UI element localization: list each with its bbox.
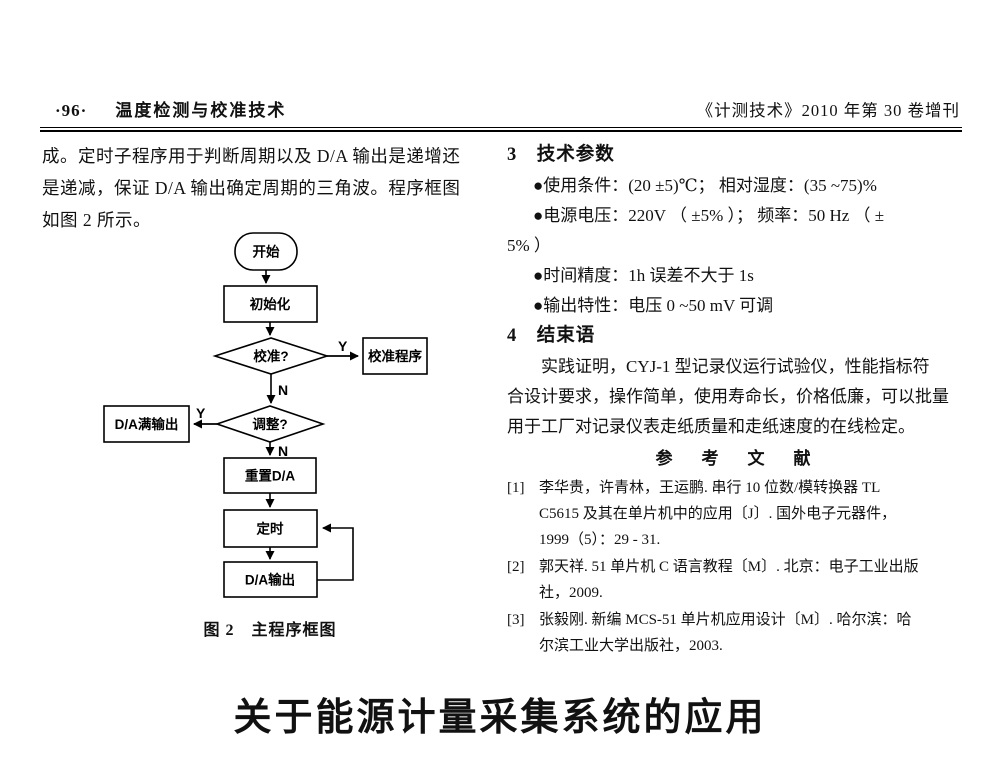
flow-node-da-out-label: D/A输出 [245,572,295,588]
flow-node-calibrate-prog [362,337,428,375]
conclusion-line: 实践证明，CYJ-1 型记录仪运行试验仪，性能指标符 [541,357,930,376]
flow-node-init-label: 初始化 [250,296,291,312]
spec-bullet: ●时间精度：1h 误差不大于 1s [533,266,754,285]
branch-label-adjust-no: N [278,443,288,459]
body-text-line: 是递减，保证 D/A 输出确定周期的三角波。程序框图 [42,178,461,198]
flow-node-start-label: 开始 [253,244,280,260]
conclusion-line: 合设计要求，操作简单，使用寿命长，价格低廉，可以批量 [507,387,949,406]
conclusion-line: 用于工厂对记录仪表走纸质量和走纸速度的在线检定。 [507,417,915,436]
page-header: ·96· 温度检测与校准技术 《计测技术》2010 年第 30 卷增刊 [55,96,960,122]
reference-line: 1999（5）：29 - 31. [539,532,661,548]
branch-label-adjust-yes: Y [196,405,206,421]
next-article-title: 关于能源计量采集系统的应用 [233,697,767,739]
flow-node-da-full-out-label: D/A满输出 [115,416,179,432]
reference-item: [3] 张毅刚. 新编 MCS-51 单片机应用设计〔M〕. 哈尔滨：哈 尔滨工… [507,607,965,659]
reference-marker: [1] [507,480,525,496]
flow-node-adjust-q [214,405,326,443]
reference-text: 郭天祥. 51 单片机 C 语言教程〔M〕. 北京：电子工业出版 社，2009. [539,554,965,606]
reference-marker: [3] [507,612,525,628]
flow-node-reset-da-label: 重置D/A [245,468,295,484]
branch-label-calibrate-no: N [278,382,288,398]
reference-line: C5615 及其在单片机中的应用〔J〕. 国外电子元器件， [539,506,897,522]
body-text-line: 如图 2 所示。 [42,210,151,230]
section-title: 温度检测与校准技术 [115,101,287,120]
section-3-heading: 3 技术参数 [507,145,615,165]
reference-item: [2] 郭天祥. 51 单片机 C 语言教程〔M〕. 北京：电子工业出版 社，2… [507,554,965,606]
header-rule [40,127,962,132]
page-number: ·96· [55,101,88,120]
figure-caption: 图 2 主程序框图 [203,622,337,639]
reference-text: 张毅刚. 新编 MCS-51 单片机应用设计〔M〕. 哈尔滨：哈 尔滨工业大学出… [539,607,965,659]
reference-marker: [2] [507,559,525,575]
reference-line: 张毅刚. 新编 MCS-51 单片机应用设计〔M〕. 哈尔滨：哈 [539,612,912,628]
flow-node-da-full-out [103,405,190,443]
spec-bullet: ●电源电压：220V （ ±5% ）； 频率：50 Hz （ ± [533,206,885,225]
section-4-heading: 4 结束语 [507,326,596,346]
reference-line: 社，2009. [539,585,603,601]
spec-bullet: ●输出特性：电压 0 ~50 mV 可调 [533,296,774,315]
spec-bullet-continuation: 5% ） [507,236,551,255]
flow-node-calibrate-prog-label: 校准程序 [368,348,422,364]
branch-label-calibrate-yes: Y [338,338,348,354]
reference-text: 李华贵，许青林，王运鹏. 串行 10 位数/模转换器 TL C5615 及其在单… [539,475,965,553]
flow-node-adjust-q-label: 调整? [252,416,287,432]
reference-item: [1] 李华贵，许青林，王运鹏. 串行 10 位数/模转换器 TL C5615 … [507,475,965,553]
reference-line: 尔滨工业大学出版社，2003. [539,638,723,654]
flow-feedback-loop [317,523,354,581]
flowchart-figure: 开始 初始化 校准? Y 校准程序 N 调整? Y D/A满输出 [90,225,490,620]
body-text-line: 成。定时子程序用于判断周期以及 D/A 输出是递增还 [42,146,461,166]
reference-line: 郭天祥. 51 单片机 C 语言教程〔M〕. 北京：电子工业出版 [539,559,919,575]
reference-line: 李华贵，许青林，王运鹏. 串行 10 位数/模转换器 TL [539,480,881,496]
journal-issue: 《计测技术》2010 年第 30 卷增刊 [696,101,960,120]
left-column: 成。定时子程序用于判断周期以及 D/A 输出是递增还 是递减，保证 D/A 输出… [42,140,497,236]
flowchart-svg: 开始 初始化 校准? Y 校准程序 N 调整? Y D/A满输出 [103,232,428,598]
flow-node-calibrate-q-label: 校准? [253,348,288,364]
right-column: 3 技术参数 ●使用条件：(20 ±5)℃； 相对湿度：(35 ~75)% ●电… [507,140,965,659]
references-heading: 参 考 文 献 [655,449,817,468]
spec-bullet: ●使用条件：(20 ±5)℃； 相对湿度：(35 ~75)% [533,176,877,195]
flow-node-timing-label: 定时 [257,521,284,537]
